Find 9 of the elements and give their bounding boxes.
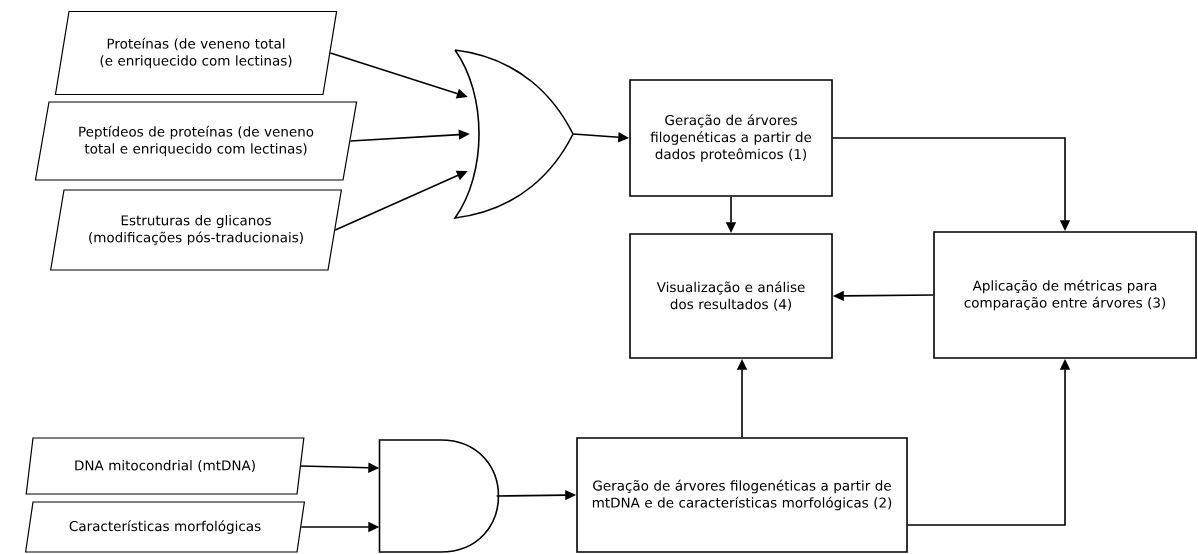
input-parallelogram: DNA mitocondrial (mtDNA) <box>25 437 305 495</box>
process-box: Geração de árvores filogenéticas a partir de dados proteômicos (1) <box>629 79 833 197</box>
and-gate-symbol <box>378 439 500 553</box>
input-parallelogram: Peptídeos de proteínas (de veneno total e enriquecido com lectinas) <box>34 101 358 181</box>
process-box: Aplicação de métricas para comparação entre árvores (3) <box>933 231 1197 359</box>
process-box: Visualização e análise dos resultados (4) <box>629 233 833 359</box>
process-box: Geração de árvores filogenéticas a partir de mtDNA e de características morfológicas (2) <box>576 437 908 553</box>
or-gate-symbol <box>454 49 574 219</box>
input-parallelogram: Proteínas (de veneno total (e enriquecido com lectinas) <box>54 10 338 96</box>
